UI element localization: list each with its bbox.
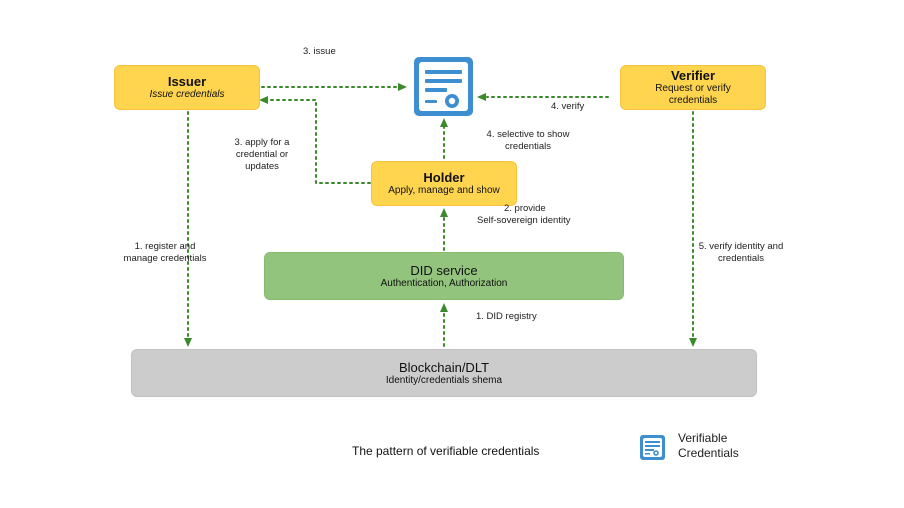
label-provide-line1: 2. provide (504, 203, 546, 214)
verifier-subtitle-line2: credentials (668, 95, 718, 106)
arrowhead-issue (398, 83, 407, 91)
diagram-caption: The pattern of verifiable credentials (352, 444, 540, 458)
label-verify-identity-line2: credentials (718, 253, 764, 264)
legend-label-line1: Verifiable (678, 431, 728, 445)
arrowhead-apply (259, 96, 268, 104)
verifier-node: Verifier Request or verify credentials (620, 65, 766, 110)
blockchain-node: Blockchain/DLT Identity/credentials shem… (131, 349, 757, 397)
label-apply-line3: updates (245, 161, 279, 172)
label-issue: 3. issue (303, 46, 336, 57)
label-verify-identity: 5. verify identity and credentials (686, 241, 796, 265)
label-verify: 4. verify (551, 101, 585, 112)
issuer-node: Issuer Issue credentials (114, 65, 260, 110)
label-apply: 3. apply for a credential or updates (222, 137, 302, 173)
did-service-title: DID service (410, 262, 478, 278)
did-service-node: DID service Authentication, Authorizatio… (264, 252, 624, 300)
holder-title: Holder (423, 170, 465, 185)
arrow-apply (268, 99, 371, 184)
arrowhead-provide (440, 208, 448, 217)
legend-label: Verifiable Credentials (678, 431, 739, 461)
holder-node: Holder Apply, manage and show (371, 161, 517, 206)
label-apply-line1: 3. apply for a (234, 137, 290, 148)
credential-document-icon (414, 57, 473, 116)
issuer-subtitle: Issue credentials (149, 89, 225, 100)
arrowhead-did-registry (440, 303, 448, 312)
verifier-title: Verifier (670, 68, 716, 83)
label-did-registry: 1. DID registry (476, 311, 537, 322)
arrowhead-verify (477, 93, 486, 101)
label-register-line2: manage credentials (123, 253, 207, 264)
arrowhead-register (184, 338, 192, 347)
label-apply-line2: credential or (235, 149, 289, 160)
did-service-subtitle: Authentication, Authorization (380, 277, 508, 289)
label-provide: 2. provide Self-sovereign identity (477, 203, 570, 227)
arrowhead-verify-identity (689, 338, 697, 347)
label-register: 1. register and manage credentials (110, 241, 220, 265)
legend-label-line2: Credentials (678, 446, 739, 460)
label-selective-show-line1: 4. selective to show (486, 129, 570, 140)
blockchain-title: Blockchain/DLT (398, 359, 490, 375)
blockchain-subtitle: Identity/credentials shema (385, 374, 503, 386)
label-provide-line2: Self-sovereign identity (477, 215, 571, 226)
label-selective-show-line2: credentials (505, 141, 551, 152)
legend-credential-icon (640, 435, 665, 460)
holder-subtitle: Apply, manage and show (388, 185, 500, 196)
issuer-title: Issuer (167, 74, 207, 89)
label-selective-show: 4. selective to show credentials (472, 129, 584, 153)
verifier-subtitle-line1: Request or verify (655, 83, 731, 94)
label-verify-identity-line1: 5. verify identity and (698, 241, 784, 252)
arrowhead-selective-show (440, 118, 448, 127)
label-register-line1: 1. register and (134, 241, 196, 252)
